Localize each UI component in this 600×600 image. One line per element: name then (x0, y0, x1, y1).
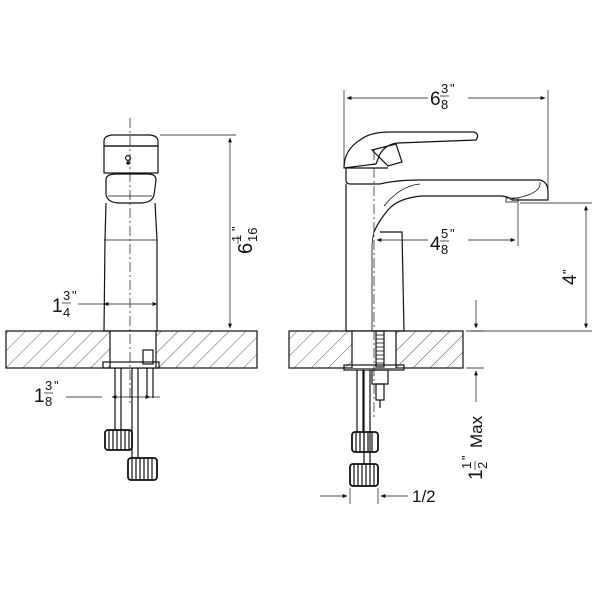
side-deck-den: 2 (475, 462, 490, 469)
side-reach-dimension: 4 5 8 " (376, 203, 519, 257)
front-nut-right (127, 457, 158, 481)
front-height-den: 16 (245, 228, 260, 242)
side-faucet-body (343, 131, 549, 420)
side-view: 6 3 8 " 4 5 8 " 4 " (288, 81, 592, 506)
front-width-unit: " (72, 288, 77, 303)
side-deck-unit: " (459, 455, 474, 460)
front-height-dimension: 6 1 16 " (160, 134, 260, 332)
side-length-whole: 6 (430, 89, 441, 110)
front-nut-left (104, 429, 133, 451)
side-mounting-hardware (349, 330, 389, 487)
side-reach-den: 8 (441, 242, 448, 257)
side-nut-lower (349, 463, 379, 487)
front-height-whole: 6 (235, 243, 257, 254)
front-supply-lines (102, 349, 160, 481)
side-reach-whole: 4 (430, 234, 441, 255)
front-spacing-unit: " (54, 378, 59, 393)
front-view: 6 1 16 " 1 3 4 " 1 3 8 " (5, 118, 260, 481)
front-height-num: 1 (229, 235, 244, 242)
side-deck-thickness-dimension: 1 1 2 " Max (459, 300, 490, 480)
front-spacing-num: 3 (45, 378, 52, 393)
side-length-unit: " (450, 81, 455, 96)
front-width-num: 3 (63, 288, 70, 303)
side-length-num: 3 (441, 81, 448, 96)
side-connection-dimension: 1/2 (320, 487, 436, 506)
front-width-whole: 1 (52, 296, 63, 317)
side-spout-height-unit: " (560, 269, 575, 274)
side-deck-whole: 1 (466, 469, 487, 480)
side-overall-length-dimension: 6 3 8 " (343, 81, 549, 195)
front-faucet-body (103, 118, 159, 405)
side-deck-suffix: Max (467, 415, 486, 448)
front-spacing-den: 8 (45, 394, 52, 409)
front-width-dimension: 1 3 4 " (52, 288, 158, 320)
side-connection-label: 1/2 (412, 487, 436, 506)
side-nut-upper (351, 431, 379, 453)
front-spacing-whole: 1 (34, 386, 45, 407)
front-width-den: 4 (63, 305, 70, 320)
side-spout-height-whole: 4 (560, 274, 581, 285)
front-supply-spacing-dimension: 1 3 8 " (34, 378, 160, 409)
side-spout-height-dimension: 4 " (470, 202, 592, 332)
side-reach-unit: " (450, 226, 455, 241)
side-length-den: 8 (441, 97, 448, 112)
side-deck-num: 1 (459, 462, 474, 469)
front-height-unit: " (229, 226, 244, 231)
side-reach-num: 5 (441, 226, 448, 241)
